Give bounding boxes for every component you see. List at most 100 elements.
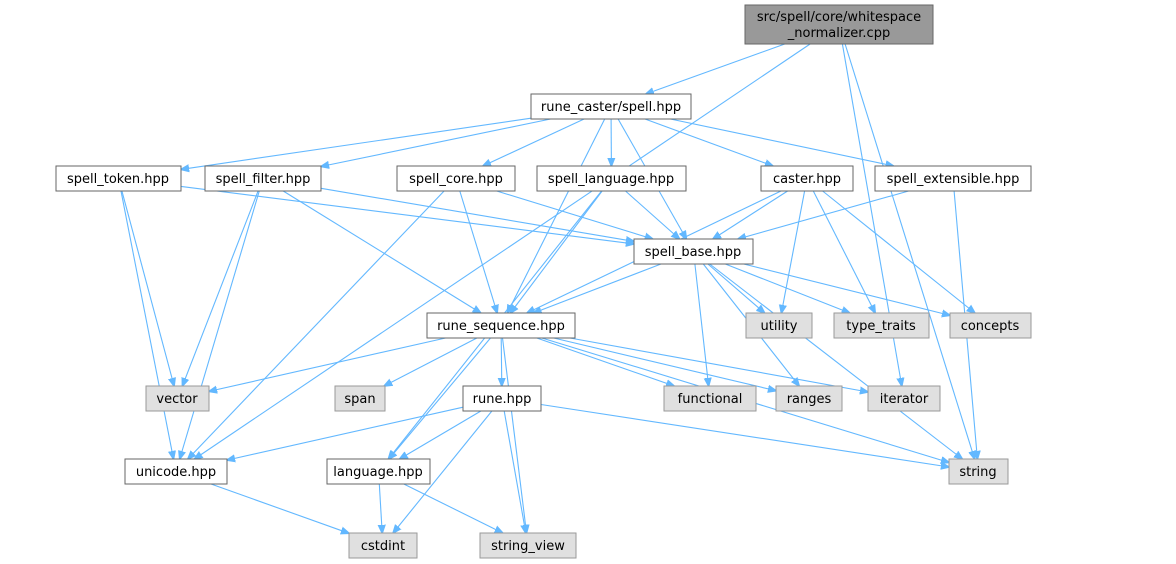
edge-spell_token-to-vector — [121, 190, 174, 386]
node-box — [633, 238, 754, 265]
node-label: iterator — [880, 392, 929, 407]
node-box — [479, 532, 577, 559]
edge-language-to-cstdint — [379, 483, 382, 533]
edge-spell_filter-to-spell_base — [320, 187, 634, 241]
node-box — [348, 532, 418, 559]
node-cstdint[interactable]: cstdint — [348, 532, 418, 559]
node-ranges[interactable]: ranges — [775, 385, 843, 412]
edge-caster-to-concepts — [822, 190, 975, 313]
edge-spell_filter-to-rune_sequence — [282, 190, 481, 313]
edge-caster-to-type_traits — [812, 190, 875, 313]
node-box — [426, 312, 576, 339]
node-box — [334, 385, 386, 412]
edge-unicode-to-cstdint — [210, 483, 349, 533]
edge-caster-to-spell_base — [713, 190, 788, 239]
node-span[interactable]: span — [334, 385, 386, 412]
node-spell-token[interactable]: spell_token.hpp — [55, 165, 182, 192]
node-label: spell_core.hpp — [409, 172, 503, 187]
edge-spell_base-to-rune_sequence — [534, 263, 662, 313]
edge-spell_hpp-to-spell_filter — [321, 118, 551, 167]
node-label: functional — [678, 392, 743, 407]
node-label: span — [344, 392, 375, 407]
node-label: ranges — [787, 392, 832, 407]
edge-rune_sequence-to-string_view — [501, 337, 527, 533]
node-box — [874, 165, 1032, 192]
node-type-traits[interactable]: type_traits — [833, 312, 930, 339]
edge-rune-to-string — [540, 403, 949, 468]
node-label: src/spell/core/whitespace — [757, 10, 921, 25]
node-label: type_traits — [846, 319, 916, 334]
node-unicode[interactable]: unicode.hpp — [124, 458, 228, 485]
node-label: spell_token.hpp — [67, 172, 169, 187]
node-iterator[interactable]: iterator — [867, 385, 941, 412]
node-box — [326, 458, 431, 485]
node-box — [124, 458, 228, 485]
node-box — [867, 385, 941, 412]
node-spell-filter[interactable]: spell_filter.hpp — [204, 165, 322, 192]
node-language[interactable]: language.hpp — [326, 458, 431, 485]
edge-spell_core-to-rune_sequence — [459, 190, 497, 313]
node-spell-base[interactable]: spell_base.hpp — [633, 238, 754, 265]
edge-spell_base-to-string — [709, 263, 963, 459]
node-label: spell_language.hpp — [548, 172, 674, 187]
node-root-file[interactable]: src/spell/core/whitespace _normalizer.cp… — [744, 4, 934, 45]
node-box — [833, 312, 930, 339]
node-label: spell_base.hpp — [645, 245, 742, 260]
edge-spell_hpp-to-spell_extensible — [670, 118, 893, 166]
node-caster[interactable]: caster.hpp — [760, 165, 854, 192]
node-string[interactable]: string — [948, 458, 1009, 485]
node-box — [530, 93, 692, 120]
node-label: rune_caster/spell.hpp — [541, 100, 681, 115]
node-spell-hpp[interactable]: rune_caster/spell.hpp — [530, 93, 692, 120]
edge-rune_sequence-to-ranges — [553, 337, 776, 391]
edge-spell_base-to-utility — [707, 263, 765, 313]
node-functional[interactable]: functional — [663, 385, 757, 412]
node-label: language.hpp — [333, 465, 422, 480]
edge-rune_sequence-to-iterator — [569, 337, 868, 392]
node-box — [536, 165, 687, 192]
node-box — [745, 312, 813, 339]
node-spell-language[interactable]: spell_language.hpp — [536, 165, 687, 192]
edge-spell_base-to-concepts — [743, 263, 950, 315]
edge-spell_language-to-rune_sequence — [510, 190, 603, 313]
node-spell-core[interactable]: spell_core.hpp — [396, 165, 516, 192]
node-vector[interactable]: vector — [145, 385, 210, 412]
node-box — [55, 165, 182, 192]
edge-spell_hpp-to-rune_sequence — [507, 118, 606, 313]
node-box — [760, 165, 854, 192]
edge-spell_base-to-type_traits — [725, 263, 849, 313]
edge-rune-to-string_view — [503, 410, 526, 533]
edge-spell_filter-to-vector — [182, 190, 259, 386]
node-rune[interactable]: rune.hpp — [462, 385, 542, 412]
node-rune-sequence[interactable]: rune_sequence.hpp — [426, 312, 576, 339]
node-utility[interactable]: utility — [745, 312, 813, 339]
node-box — [948, 458, 1009, 485]
node-box — [204, 165, 322, 192]
edge-spell_hpp-to-spell_core — [483, 118, 585, 166]
edge-spell_language-to-spell_base — [625, 190, 680, 239]
node-label: _normalizer.cpp — [787, 26, 890, 41]
edge-rune_sequence-to-vector — [209, 337, 446, 391]
edge-spell_filter-to-unicode — [180, 190, 260, 459]
edge-spell_base-to-functional — [694, 263, 709, 386]
edge-spell_hpp-to-spell_token — [181, 117, 532, 169]
node-label: rune_sequence.hpp — [437, 319, 565, 334]
node-label: spell_filter.hpp — [216, 172, 311, 187]
node-label: vector — [156, 392, 198, 407]
edge-spell_core-to-spell_base — [496, 190, 653, 239]
node-label: caster.hpp — [773, 172, 841, 187]
edge-root-to-spell_hpp — [646, 43, 785, 94]
node-label: utility — [761, 319, 798, 334]
node-box — [775, 385, 843, 412]
node-box — [145, 385, 210, 412]
node-spell-extensible[interactable]: spell_extensible.hpp — [874, 165, 1032, 192]
node-label: unicode.hpp — [136, 465, 216, 480]
edge-rune-to-language — [400, 410, 482, 459]
node-concepts[interactable]: concepts — [949, 312, 1032, 339]
node-box — [396, 165, 516, 192]
node-string-view[interactable]: string_view — [479, 532, 577, 559]
edge-rune_sequence-to-rune — [501, 337, 502, 386]
node-label: string_view — [491, 539, 565, 554]
edge-rune_sequence-to-functional — [536, 337, 674, 386]
